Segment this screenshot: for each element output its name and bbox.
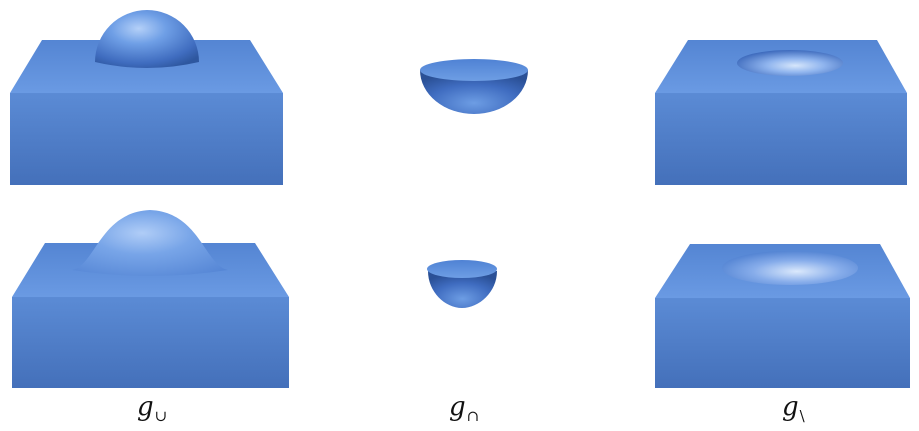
union-sharp-shape	[10, 10, 283, 185]
intersection-smooth-shape	[427, 260, 497, 308]
box-front-face	[12, 297, 289, 388]
caption-union: g∪	[137, 392, 167, 431]
hole	[737, 50, 843, 76]
caption-difference-symbol: g	[782, 392, 799, 422]
box-front-face	[655, 93, 907, 185]
box-front-face	[655, 298, 910, 388]
bowl-body	[420, 70, 528, 114]
caption-intersection-symbol: g	[449, 392, 466, 422]
bowl-cap	[427, 260, 497, 278]
smooth-hole	[722, 251, 858, 285]
union-smooth-shape	[12, 210, 289, 388]
caption-intersection-subscript: ∩	[466, 407, 480, 425]
box-front-face	[10, 93, 283, 185]
bowl-cap	[420, 59, 528, 81]
bowl-body	[428, 271, 497, 308]
smooth-bump	[72, 210, 228, 276]
caption-intersection: g∩	[449, 392, 479, 431]
difference-sharp-shape	[655, 40, 907, 185]
caption-difference-subscript: \	[799, 407, 805, 425]
difference-smooth-shape	[655, 244, 910, 388]
sphere-dome	[95, 10, 199, 68]
caption-union-symbol: g	[137, 392, 154, 422]
caption-union-subscript: ∪	[154, 407, 168, 425]
caption-difference: g\	[782, 392, 805, 431]
intersection-sharp-shape	[420, 59, 528, 114]
